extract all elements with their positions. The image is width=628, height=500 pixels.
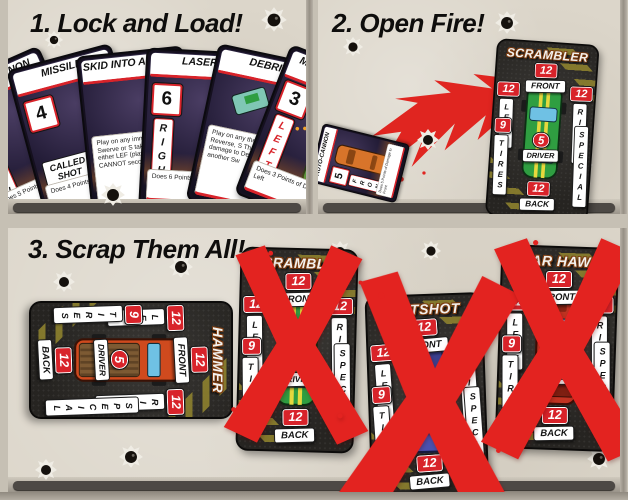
card-art [318, 125, 408, 201]
stat-label: FRONT [172, 336, 191, 384]
debris-art [231, 86, 270, 116]
special-stat: SPECIAL [570, 125, 590, 209]
bullet-hole-icon [495, 11, 519, 34]
stat-value: 12 [165, 387, 186, 417]
weapon-card-machine-gun: MACHINE GUN ☠☠☠ 3 LEFT Does 3 Points of … [233, 43, 306, 214]
stat-value: 5 [532, 131, 552, 149]
stat-value: 12 [569, 85, 594, 103]
weapon-card-played-auto-cannon: AUTO-CANNON 5 FRONT Does 5 Points of Dam… [318, 123, 411, 204]
weapon-card-debris: DEBRIS Play on any their succes Reverse,… [185, 43, 306, 214]
stat-label: SPECIAL [44, 396, 140, 417]
bullet-hole-icon [261, 7, 287, 32]
stat-label: TIRES [52, 304, 124, 325]
stat-value: 12 [165, 303, 186, 333]
scrapped-x-mark [480, 238, 620, 462]
stat-label: BACK [36, 338, 55, 382]
card-art [190, 47, 306, 214]
bullet-hole-icon [44, 30, 64, 49]
panel-step2: 2. Open Fire! AUTO-CANNON 5 [318, 0, 620, 214]
step2-heading: 2. Open Fire! [332, 8, 485, 38]
stat-value: 9 [123, 303, 144, 326]
stat-value: 12 [53, 345, 74, 375]
stat-value: 12 [496, 80, 521, 98]
stat-label: DRIVER [522, 148, 559, 163]
damage-value: 6 [149, 81, 184, 118]
bullet-hole-icon [101, 183, 125, 206]
stat-value: 12 [189, 345, 210, 375]
bullet-hole-icon [119, 445, 143, 468]
scrapped-x-mark [333, 271, 522, 492]
panel-divider [306, 0, 313, 214]
panel-step1: 1. Lock and Load! AUTO-CANNON 5 FRONT Do… [8, 0, 306, 214]
step1-heading: 1. Lock and Load! [30, 8, 243, 38]
bullet-hole-icon [53, 271, 75, 292]
stat-label: BACK [518, 197, 556, 212]
weapon-card-fan: AUTO-CANNON 5 FRONT Does 5 Points of Dam… [8, 42, 306, 214]
played-card-wrapper: AUTO-CANNON 5 FRONT Does 5 Points of Dam… [318, 123, 411, 204]
panel-ledge-bar [323, 203, 615, 212]
stat-label: FRONT [524, 79, 566, 94]
scrapped-x-mark [223, 245, 369, 445]
stat-value: 9 [493, 116, 513, 134]
bullet-hole-icon [169, 255, 193, 278]
bullet-hole-icon [417, 129, 439, 150]
step3-heading: 3. Scrap Them All! [28, 234, 245, 264]
bullet-hole-icon [420, 240, 442, 261]
panel-ledge [8, 199, 306, 214]
stat-value: 12 [534, 62, 559, 80]
bullet-hole-icon [342, 36, 364, 57]
panel-ledge-bar [13, 203, 301, 212]
stat-label: SPECIAL [571, 125, 590, 209]
bullet-hole-icon [35, 459, 57, 480]
board-edge [0, 492, 628, 500]
panel-edge [620, 228, 627, 492]
panel-ledge-bar [13, 481, 615, 490]
stat-label: DRIVER [92, 338, 111, 382]
panel-edge [620, 0, 627, 214]
special-stat: SPECIAL [44, 396, 140, 417]
stat-value: 5 [109, 348, 130, 372]
stat-value: 12 [525, 180, 551, 198]
stat-label: TIRES [491, 134, 509, 196]
